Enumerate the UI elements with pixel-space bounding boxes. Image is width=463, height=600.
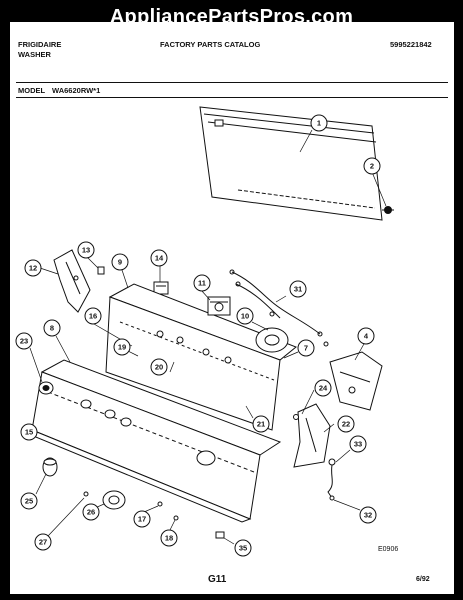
callout-15: 15 <box>25 428 33 437</box>
callout-19: 19 <box>118 343 126 352</box>
callout-24: 24 <box>319 384 328 393</box>
callout-31: 31 <box>294 285 302 294</box>
side-bracket-part <box>293 403 331 468</box>
callout-33: 33 <box>354 440 362 449</box>
dial-part <box>102 490 126 510</box>
wire-harness-part <box>229 269 329 347</box>
callout-11: 11 <box>198 279 206 288</box>
callout-20: 20 <box>155 363 163 372</box>
header-rule-top <box>16 82 448 83</box>
callout-8: 8 <box>50 324 54 333</box>
header-rule-bottom <box>16 97 448 98</box>
callout-9: 9 <box>118 258 122 267</box>
brand-label: FRIGIDAIRE <box>18 40 62 49</box>
callout-2: 2 <box>370 162 374 171</box>
callout-4: 4 <box>364 332 369 341</box>
pin-part <box>83 491 89 497</box>
clip-part <box>97 266 105 275</box>
callout-17: 17 <box>138 515 146 524</box>
callout-12: 12 <box>29 264 37 273</box>
callout-1: 1 <box>317 119 321 128</box>
clip-35-part <box>215 531 225 539</box>
bracket-part <box>53 249 91 313</box>
callout-7: 7 <box>304 344 308 353</box>
callout-21: 21 <box>257 420 265 429</box>
callout-26: 26 <box>87 508 95 517</box>
revision-date: 6/92 <box>416 576 430 583</box>
back-panel-part <box>199 106 383 221</box>
screw-small-part <box>293 414 299 420</box>
screw-part <box>382 206 394 214</box>
callout-23: 23 <box>20 337 28 346</box>
wire-clip-part <box>327 458 336 501</box>
model-label-text: MODEL <box>18 86 45 95</box>
knob-part <box>38 381 54 395</box>
control-panel-part <box>105 283 297 431</box>
callout-22: 22 <box>342 420 350 429</box>
diagram-code: E0906 <box>378 546 399 553</box>
knob-bottom-part <box>42 457 58 477</box>
callout-18: 18 <box>165 534 173 543</box>
catalog-number: 5995221842 <box>390 40 432 49</box>
page-number: G11 <box>208 574 227 585</box>
product-label: WASHER <box>18 50 51 59</box>
catalog-title: FACTORY PARTS CATALOG <box>160 40 261 49</box>
callout-circles <box>15 114 381 557</box>
model-number: WA6620RW*1 <box>52 86 101 95</box>
callout-35: 35 <box>239 544 247 553</box>
callout-27: 27 <box>39 538 47 547</box>
callout-25: 25 <box>25 497 33 506</box>
callout-32: 32 <box>364 511 372 520</box>
model-label: MODEL WA6620RW*1 <box>18 86 100 95</box>
timer-part <box>207 296 231 316</box>
exploded-parts-diagram: 1247891011121314151617181920212223242526… <box>15 106 394 557</box>
catalog-sheet: FRIGIDAIRE WASHER FACTORY PARTS CATALOG … <box>10 22 454 594</box>
console-front-part <box>24 359 282 523</box>
selector-switch-part <box>255 327 289 353</box>
callout-14: 14 <box>155 254 164 263</box>
screw-18-part <box>173 515 179 521</box>
control-box-part <box>329 351 383 411</box>
callout-13: 13 <box>82 246 90 255</box>
callout-10: 10 <box>241 312 249 321</box>
leader-lines <box>27 129 387 545</box>
screw-17-part <box>157 501 163 507</box>
callout-16: 16 <box>89 312 97 321</box>
